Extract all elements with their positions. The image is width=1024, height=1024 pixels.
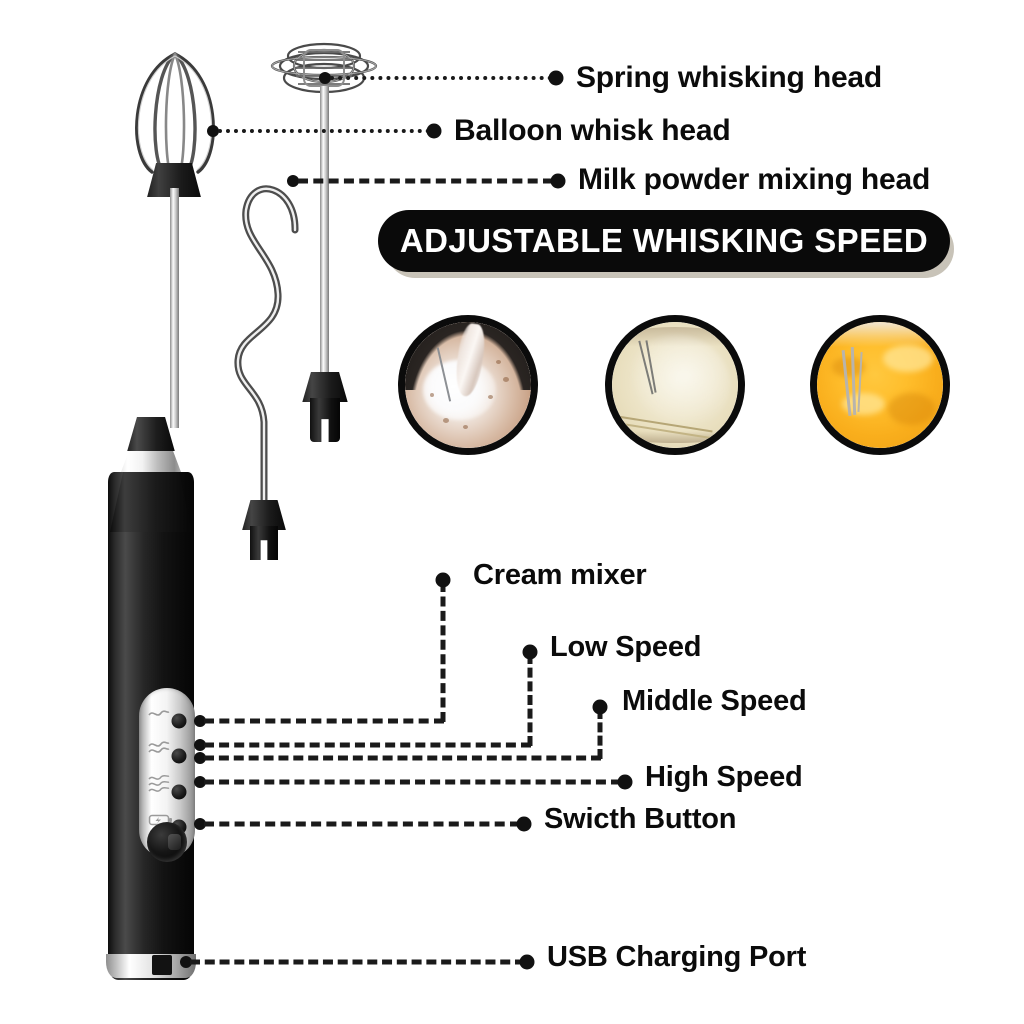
power-switch-button[interactable] xyxy=(147,822,187,862)
banner-label: ADJUSTABLE WHISKING SPEED xyxy=(399,222,929,259)
one-wave-icon xyxy=(148,710,170,716)
foam-speck xyxy=(462,425,468,430)
low-speed-indicator xyxy=(171,713,187,729)
usb-charging-port xyxy=(152,955,172,975)
low-speed-label: Low Speed xyxy=(550,631,702,663)
usb-charging-port-dot xyxy=(519,954,535,970)
low-speed-leader-v xyxy=(527,654,533,746)
low-speed-anchor xyxy=(194,739,206,751)
cup-base xyxy=(405,420,531,448)
egg-highlight xyxy=(882,344,933,373)
switch-button-anchor xyxy=(194,818,206,830)
middle-speed-anchor xyxy=(194,752,206,764)
balloon-whisk-head-label: Balloon whisk head xyxy=(454,114,731,147)
balloon-whisk-head-anchor xyxy=(207,125,219,137)
cream-mixer-label: Cream mixer xyxy=(473,559,647,591)
handle-taper xyxy=(110,472,192,532)
low-speed-dot xyxy=(522,644,538,660)
egg-shadow xyxy=(832,357,865,378)
foam-speck xyxy=(442,417,449,423)
high-speed-label: High Speed xyxy=(645,761,803,793)
frother-shaft xyxy=(170,188,179,428)
switch-button-leader xyxy=(204,821,520,827)
foam-speck xyxy=(503,377,510,383)
middle-speed-leader-v xyxy=(597,709,603,759)
photo-inner xyxy=(612,322,738,448)
cream-mixer-anchor xyxy=(194,715,206,727)
spring-whisking-head-anchor xyxy=(319,72,331,84)
milk-powder-mixing-head-leader xyxy=(298,178,553,184)
balloon-whisk-attachment xyxy=(135,52,215,174)
foam-speck xyxy=(495,359,501,364)
spring-whisking-head-label: Spring whisking head xyxy=(576,61,883,94)
milk-powder-mixing-head-dot xyxy=(550,173,566,189)
cream-whipping-photo xyxy=(605,315,745,455)
three-wave-icon xyxy=(148,774,170,792)
switch-button-label: Swicth Button xyxy=(544,803,737,835)
adjustable-speed-banner: ADJUSTABLE WHISKING SPEED xyxy=(378,210,950,272)
balloon-whisk-head-dot xyxy=(426,123,442,139)
milk-powder-attachment xyxy=(234,185,299,540)
middle-speed-indicator xyxy=(171,748,187,764)
bowl-rim xyxy=(817,322,943,348)
spring-whisk-connector xyxy=(302,372,348,402)
switch-nub xyxy=(168,834,181,850)
middle-speed-dot xyxy=(592,699,608,715)
foam-speck xyxy=(430,392,435,397)
balloon-whisk-head-leader xyxy=(218,129,430,133)
photo-inner xyxy=(405,322,531,448)
coffee-milk-frothing-photo xyxy=(398,315,538,455)
egg-beating-photo xyxy=(810,315,950,455)
middle-speed-label: Middle Speed xyxy=(622,685,807,717)
photo-inner xyxy=(817,322,943,448)
cream-mixer-leader-h xyxy=(204,718,444,724)
usb-charging-port-anchor xyxy=(180,956,192,968)
high-speed-indicator xyxy=(171,784,187,800)
two-wave-icon xyxy=(148,741,170,753)
cream-mixer-leader-v xyxy=(440,582,446,722)
egg-shadow xyxy=(887,392,936,426)
switch-button-dot xyxy=(516,816,532,832)
high-speed-anchor xyxy=(194,776,206,788)
low-speed-leader-h xyxy=(204,742,531,748)
high-speed-dot xyxy=(617,774,633,790)
spring-whisk-shaft xyxy=(320,86,329,384)
spring-whisking-head-leader xyxy=(330,76,552,80)
spring-whisking-head-dot xyxy=(548,70,564,86)
cream-mixer-dot xyxy=(435,572,451,588)
milk-powder-connector xyxy=(242,500,286,530)
bowl-base xyxy=(614,427,736,443)
control-panel[interactable] xyxy=(139,688,195,862)
usb-charging-port-label: USB Charging Port xyxy=(547,941,807,973)
high-speed-leader xyxy=(204,779,621,785)
usb-charging-port-leader xyxy=(190,959,525,965)
foam-speck xyxy=(488,395,494,400)
middle-speed-leader-h xyxy=(204,755,601,761)
milk-powder-mixing-head-label: Milk powder mixing head xyxy=(578,163,931,196)
milk-powder-mixing-head-anchor xyxy=(287,175,299,187)
